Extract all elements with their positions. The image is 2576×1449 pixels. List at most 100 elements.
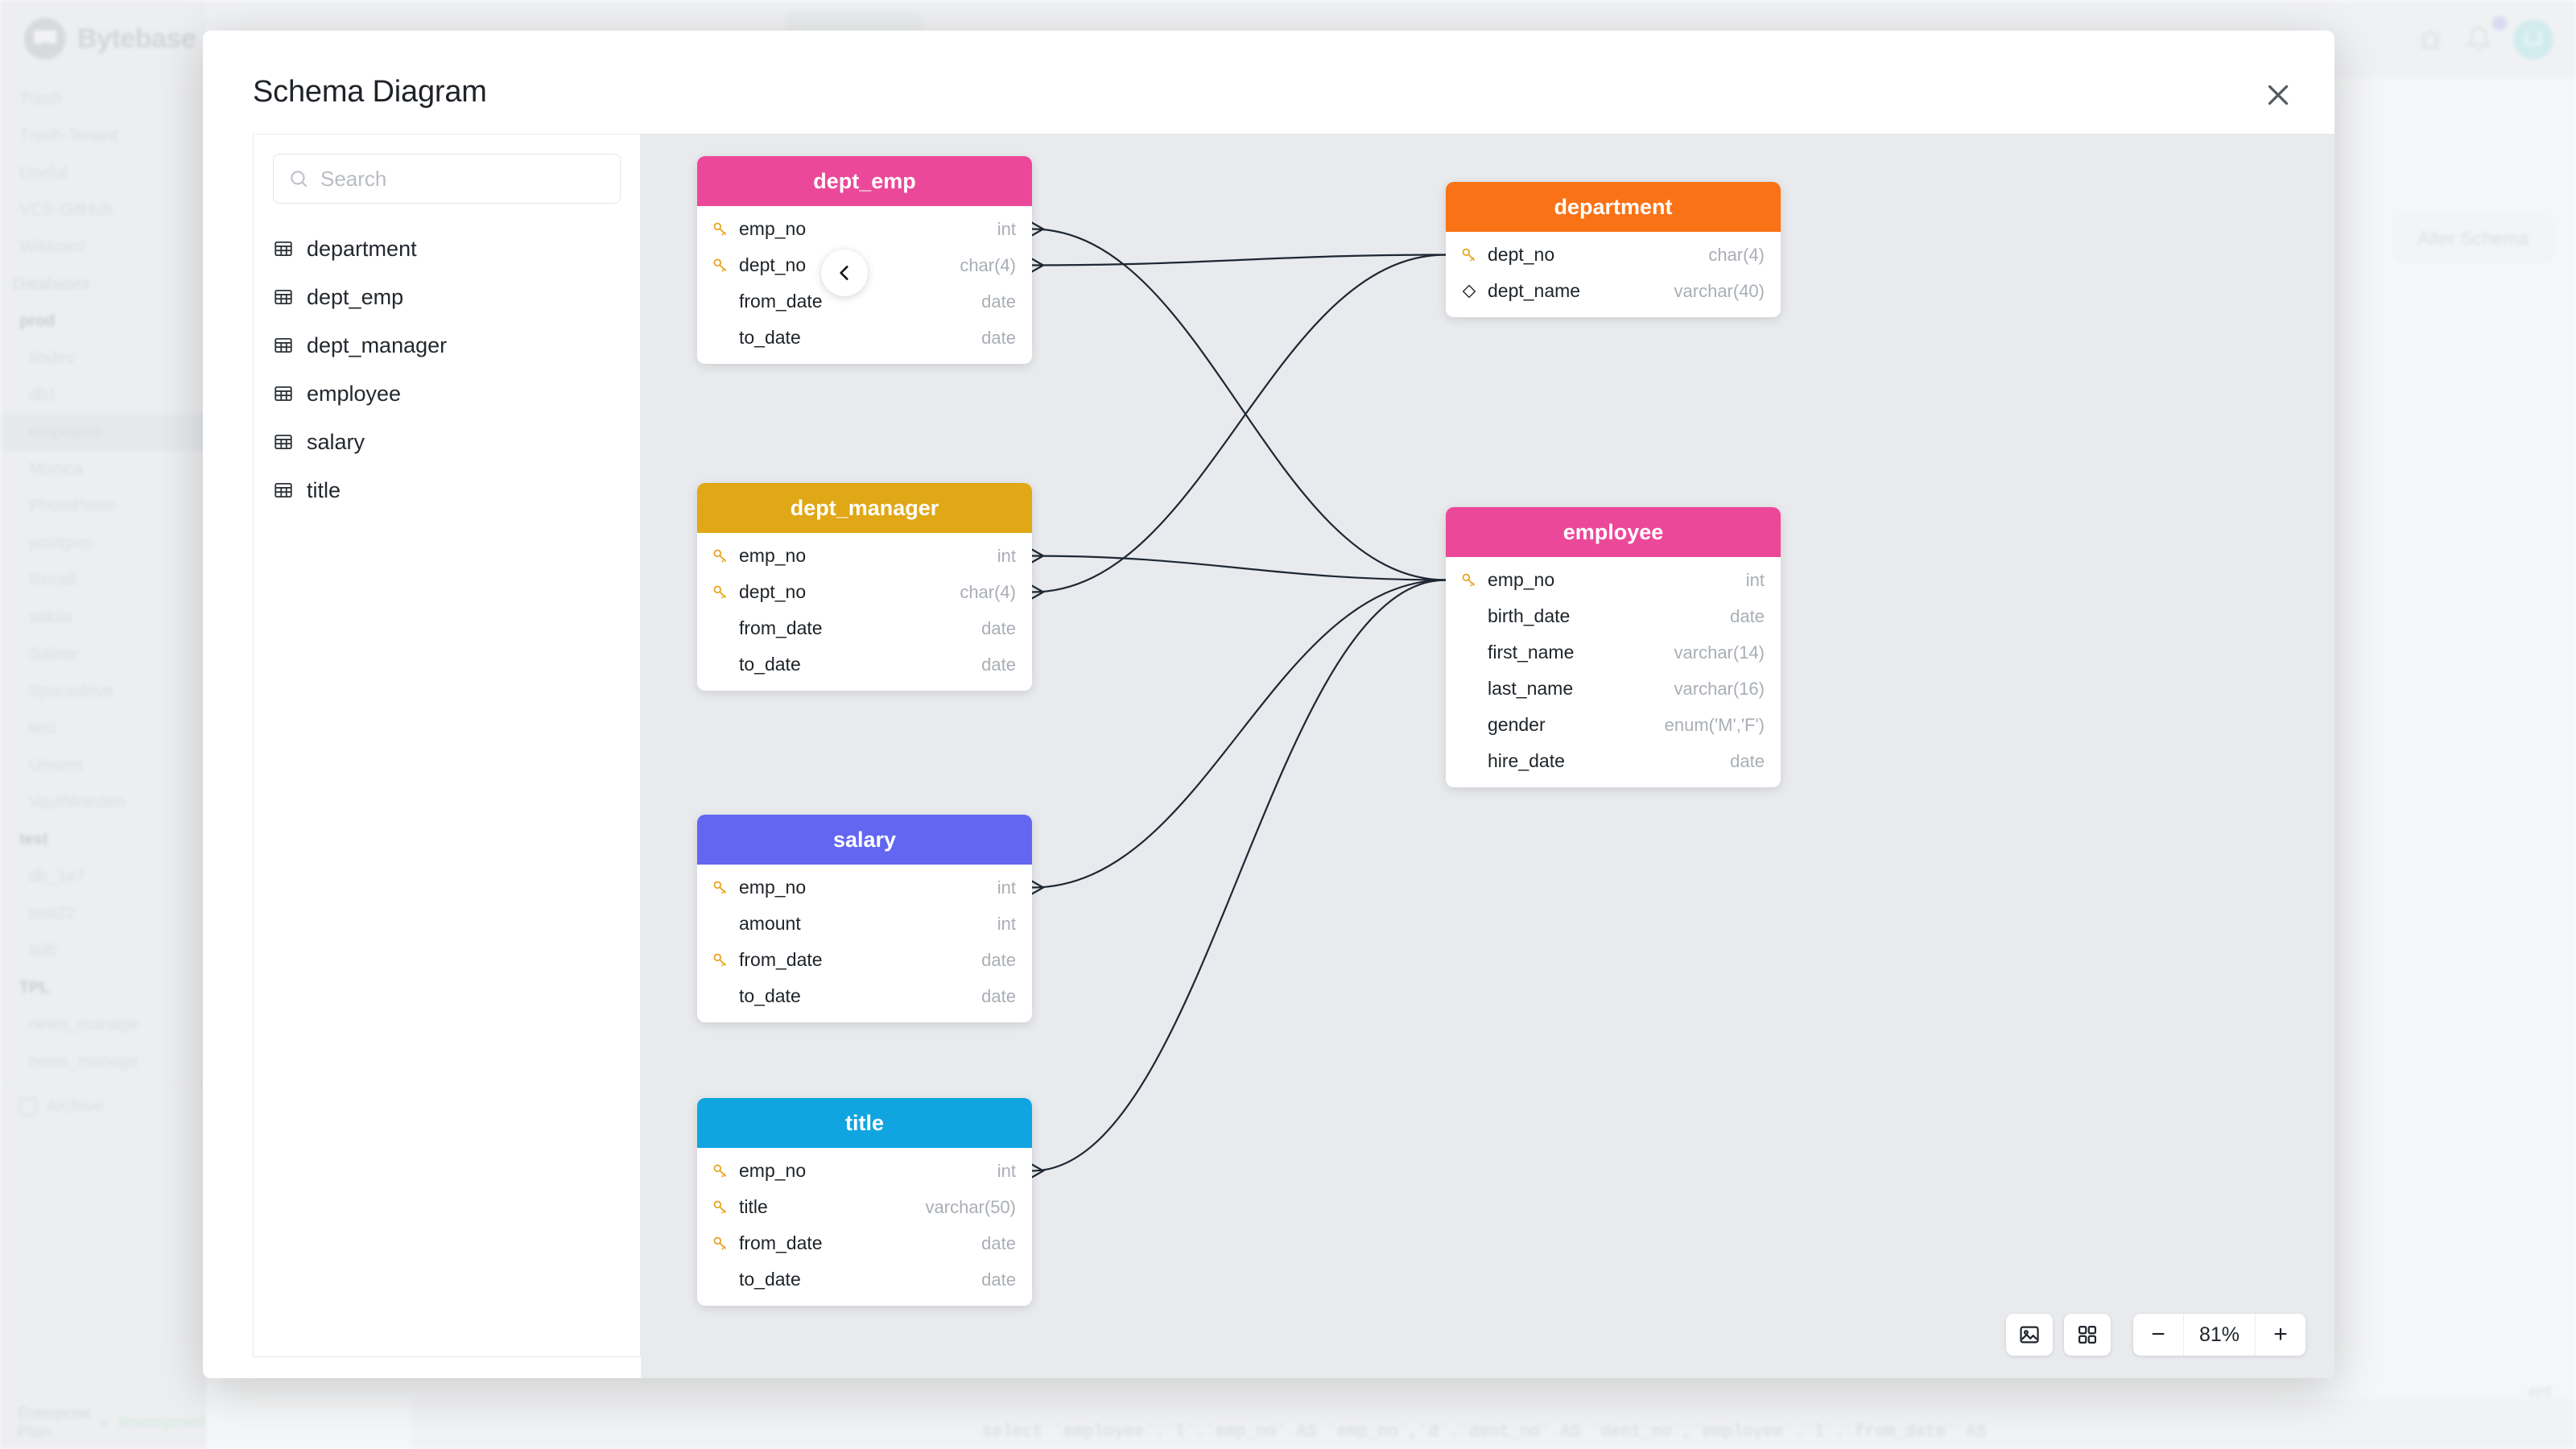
table-list-item-dept_manager[interactable]: dept_manager bbox=[254, 321, 640, 369]
edge-crowfoot-marker bbox=[1030, 584, 1046, 601]
search-icon bbox=[291, 171, 308, 188]
search-box[interactable] bbox=[273, 154, 621, 204]
table-list-item-department[interactable]: department bbox=[254, 225, 640, 273]
table-column-name: to_date bbox=[739, 327, 801, 348]
table-icon bbox=[275, 241, 292, 257]
table-column-type: date bbox=[1730, 605, 1765, 626]
table-column-row[interactable]: to_date date bbox=[697, 320, 1032, 356]
zoom-out-button[interactable]: − bbox=[2151, 1321, 2165, 1348]
table-column-type: date bbox=[1730, 750, 1765, 771]
table-column-type: int bbox=[997, 877, 1016, 898]
no-icon bbox=[712, 1271, 729, 1289]
key-icon bbox=[713, 1236, 727, 1250]
image-icon bbox=[2020, 1326, 2039, 1344]
auto-layout-button[interactable] bbox=[2064, 1314, 2111, 1356]
background-nav-item: Saleor bbox=[0, 636, 206, 673]
table-column-name: dept_name bbox=[1488, 280, 1581, 301]
archive-label: Archive bbox=[47, 1096, 104, 1116]
background-nav-item: Wildcard bbox=[0, 229, 206, 266]
background-nav-item: PhotoPrism bbox=[0, 488, 206, 525]
table-list-item-employee[interactable]: employee bbox=[254, 369, 640, 418]
relationship-edges bbox=[1030, 221, 1447, 1179]
table-column-name: emp_no bbox=[739, 1160, 807, 1181]
table-list-item-dept_emp[interactable]: dept_emp bbox=[254, 273, 640, 321]
no-icon bbox=[712, 915, 729, 933]
no-icon bbox=[1460, 753, 1478, 770]
no-icon bbox=[712, 656, 729, 674]
brand-name: Bytebase bbox=[77, 23, 196, 54]
table-column-type: date bbox=[981, 327, 1016, 348]
table-column-name: gender bbox=[1488, 714, 1546, 735]
search-input[interactable] bbox=[320, 166, 605, 192]
table-icon bbox=[275, 289, 292, 305]
zoom-control-group: − 81% + bbox=[2133, 1314, 2306, 1356]
background-nav-item-label: Spacedrive bbox=[29, 682, 114, 700]
background-nav-item: db1 bbox=[0, 377, 206, 414]
no-icon bbox=[712, 293, 729, 311]
background-nav-item-label: db1 bbox=[29, 386, 58, 404]
zoom-in-button[interactable]: + bbox=[2273, 1321, 2288, 1348]
table-list-item-title[interactable]: title bbox=[254, 466, 640, 514]
background-nav-item-label: Trash-Tenant bbox=[19, 126, 118, 145]
background-nav-item: Monica bbox=[0, 451, 206, 488]
background-nav-item: Databases bbox=[0, 266, 206, 303]
key-icon bbox=[713, 1200, 727, 1214]
table-node-header: department bbox=[1446, 182, 1781, 232]
relationship-edge bbox=[1031, 228, 1447, 581]
close-icon[interactable] bbox=[2260, 77, 2296, 113]
background-nav-item: VaultWarden bbox=[0, 784, 206, 821]
background-nav-item: employee bbox=[0, 414, 206, 451]
diamond-icon bbox=[1462, 284, 1476, 298]
background-sql-panel bbox=[412, 1401, 2576, 1449]
table-list-item-label: employee bbox=[307, 381, 402, 406]
background-nav-item-label: news_manage bbox=[29, 1015, 139, 1034]
edge-crowfoot-marker bbox=[1030, 547, 1046, 564]
table-column-type: int bbox=[997, 913, 1016, 934]
key-icon bbox=[1462, 573, 1476, 587]
background-nav-item-label: test bbox=[29, 719, 56, 737]
table-column-name: to_date bbox=[739, 654, 801, 675]
table-list-item-label: department bbox=[307, 236, 417, 261]
table-column-type: char(4) bbox=[960, 581, 1016, 602]
table-list-item-salary[interactable]: salary bbox=[254, 418, 640, 466]
export-image-button[interactable] bbox=[2006, 1314, 2053, 1356]
key-icon bbox=[713, 881, 727, 894]
background-nav-item-label: Saleor bbox=[29, 645, 78, 663]
collapse-panel-button[interactable] bbox=[821, 250, 868, 296]
